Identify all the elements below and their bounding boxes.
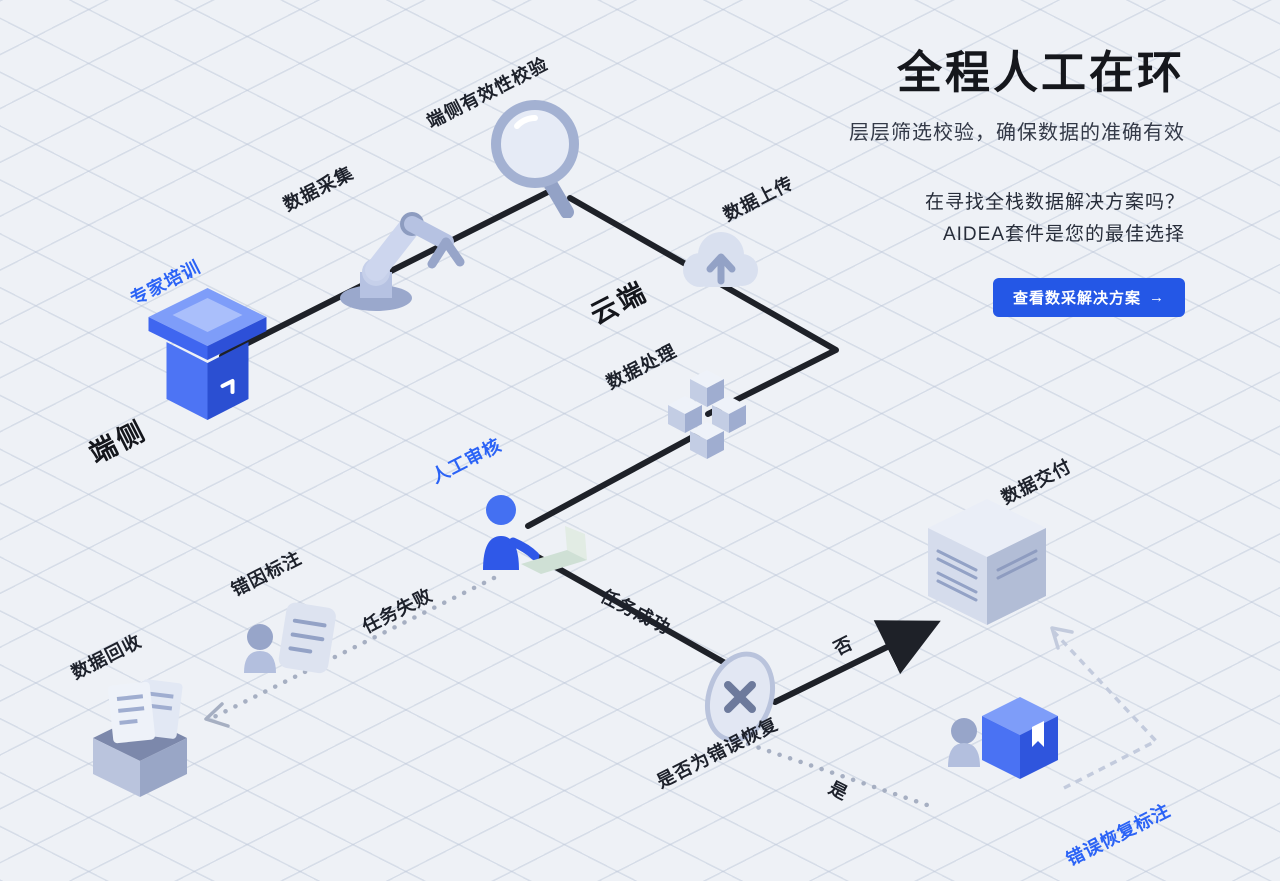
promo-text: 在寻找全栈数据解决方案吗？ AIDEA套件是您的最佳选择 [849,187,1185,252]
page-title: 全程人工在环 [896,47,1185,98]
arrow-chevron-recycle [204,702,230,728]
flow-processing-to-review [525,429,705,529]
flow-task-failed-dotted [211,575,497,720]
flow-review-to-decision [519,545,751,679]
reviewer-person-laptop-icon [465,490,595,590]
flow-yes-dotted [745,741,933,809]
cloud-upload-icon [672,215,767,305]
error-cause-person-doc-icon [238,595,348,690]
expert-training-podium-icon [140,286,275,426]
cta-label: 查看数采解决方案 [1012,289,1141,307]
arrow-chevron-delivery [1050,626,1074,650]
data-recycle-box-icon [75,675,205,800]
flow-recovery-return-dashed [1052,630,1158,790]
promo-line-1: 在寻找全栈数据解决方案吗？ [924,192,1185,213]
recovery-person-book-icon [940,685,1065,795]
flow-validation-to-processing [567,195,839,417]
flow-decision-to-delivery [772,620,941,705]
cta-solution-button[interactable]: 查看数采解决方案 → [992,277,1185,317]
decision-x-node-icon [695,645,785,750]
header-block: 全程人工在环 层层筛选校验，确保数据的准确有效 在寻找全栈数据解决方案吗？ AI… [849,36,1185,317]
arrow-right-icon: → [1149,288,1165,306]
magnifier-icon [487,98,597,218]
page-subtitle: 层层筛选校验，确保数据的准确有效 [849,122,1185,144]
data-processing-cubes-icon [652,365,762,473]
promo-line-2: AIDEA套件是您的最佳选择 [942,224,1185,246]
server-delivery-icon [922,495,1052,635]
robot-arm-icon [320,178,470,313]
